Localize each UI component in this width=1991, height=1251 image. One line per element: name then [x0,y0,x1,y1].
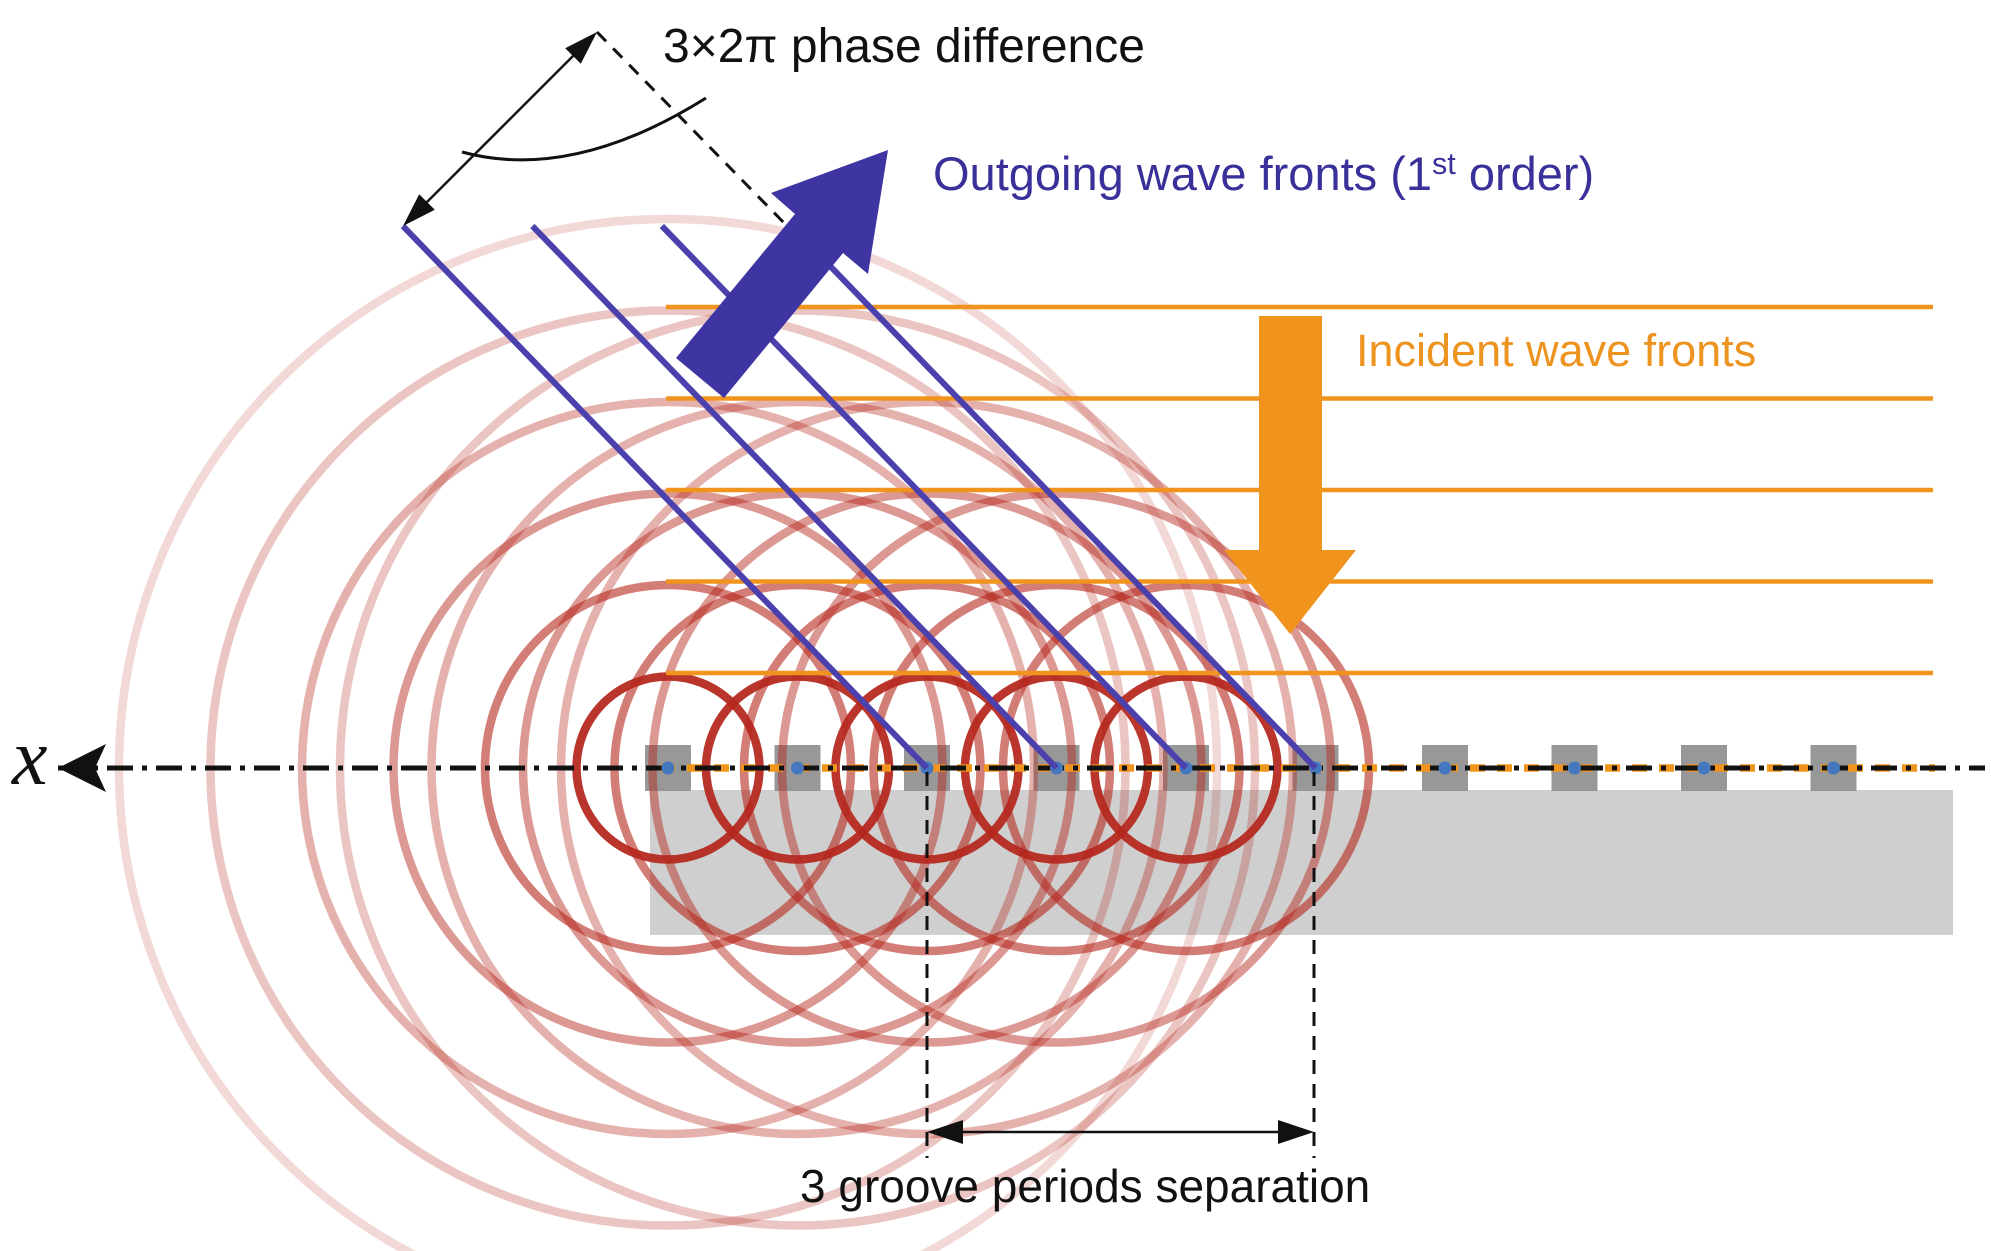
outgoing-wavefront-line [400,223,930,771]
phase-double-arrow [408,37,592,221]
groove-source-dot [791,761,804,775]
phase-difference-label: 3×2π phase difference [663,20,1145,73]
axis-arrowhead-icon [58,744,106,792]
outgoing-wavefront-line [817,252,1318,771]
axis-layer [58,744,1985,792]
outgoing-wavefronts-label: Outgoing wave fronts (1st order) [933,147,1594,200]
phase-angle-arc [461,96,707,162]
outgoing-wavefront-line [530,223,1059,771]
wavelets-layer [114,214,1374,1251]
groove-source-dot [1827,761,1840,775]
separation-annotation-layer [925,772,1316,1158]
incident-wavefronts-label: Incident wave fronts [1356,325,1756,376]
wavelet-circle [297,397,1039,1139]
outgoing-arrow-icon [676,150,888,398]
groove-source-dot [1697,761,1711,775]
phase-arrowhead-icon [403,194,435,226]
groove-source-dot [661,761,675,775]
groove-source-dot [1438,761,1452,775]
wavelet-circle [114,214,1222,1251]
separation-arrowhead-icon [1278,1120,1314,1144]
incident-arrow-icon [1224,316,1356,634]
phase-arrowhead-icon [565,32,597,64]
phase-annotation-layer [403,30,792,231]
wavelet-circle [427,397,1168,1139]
groove-separation-label: 3 groove periods separation [800,1160,1370,1212]
x-axis-label: x [11,714,48,802]
separation-arrowhead-icon [927,1120,963,1144]
groove-source-dot [1568,761,1581,775]
